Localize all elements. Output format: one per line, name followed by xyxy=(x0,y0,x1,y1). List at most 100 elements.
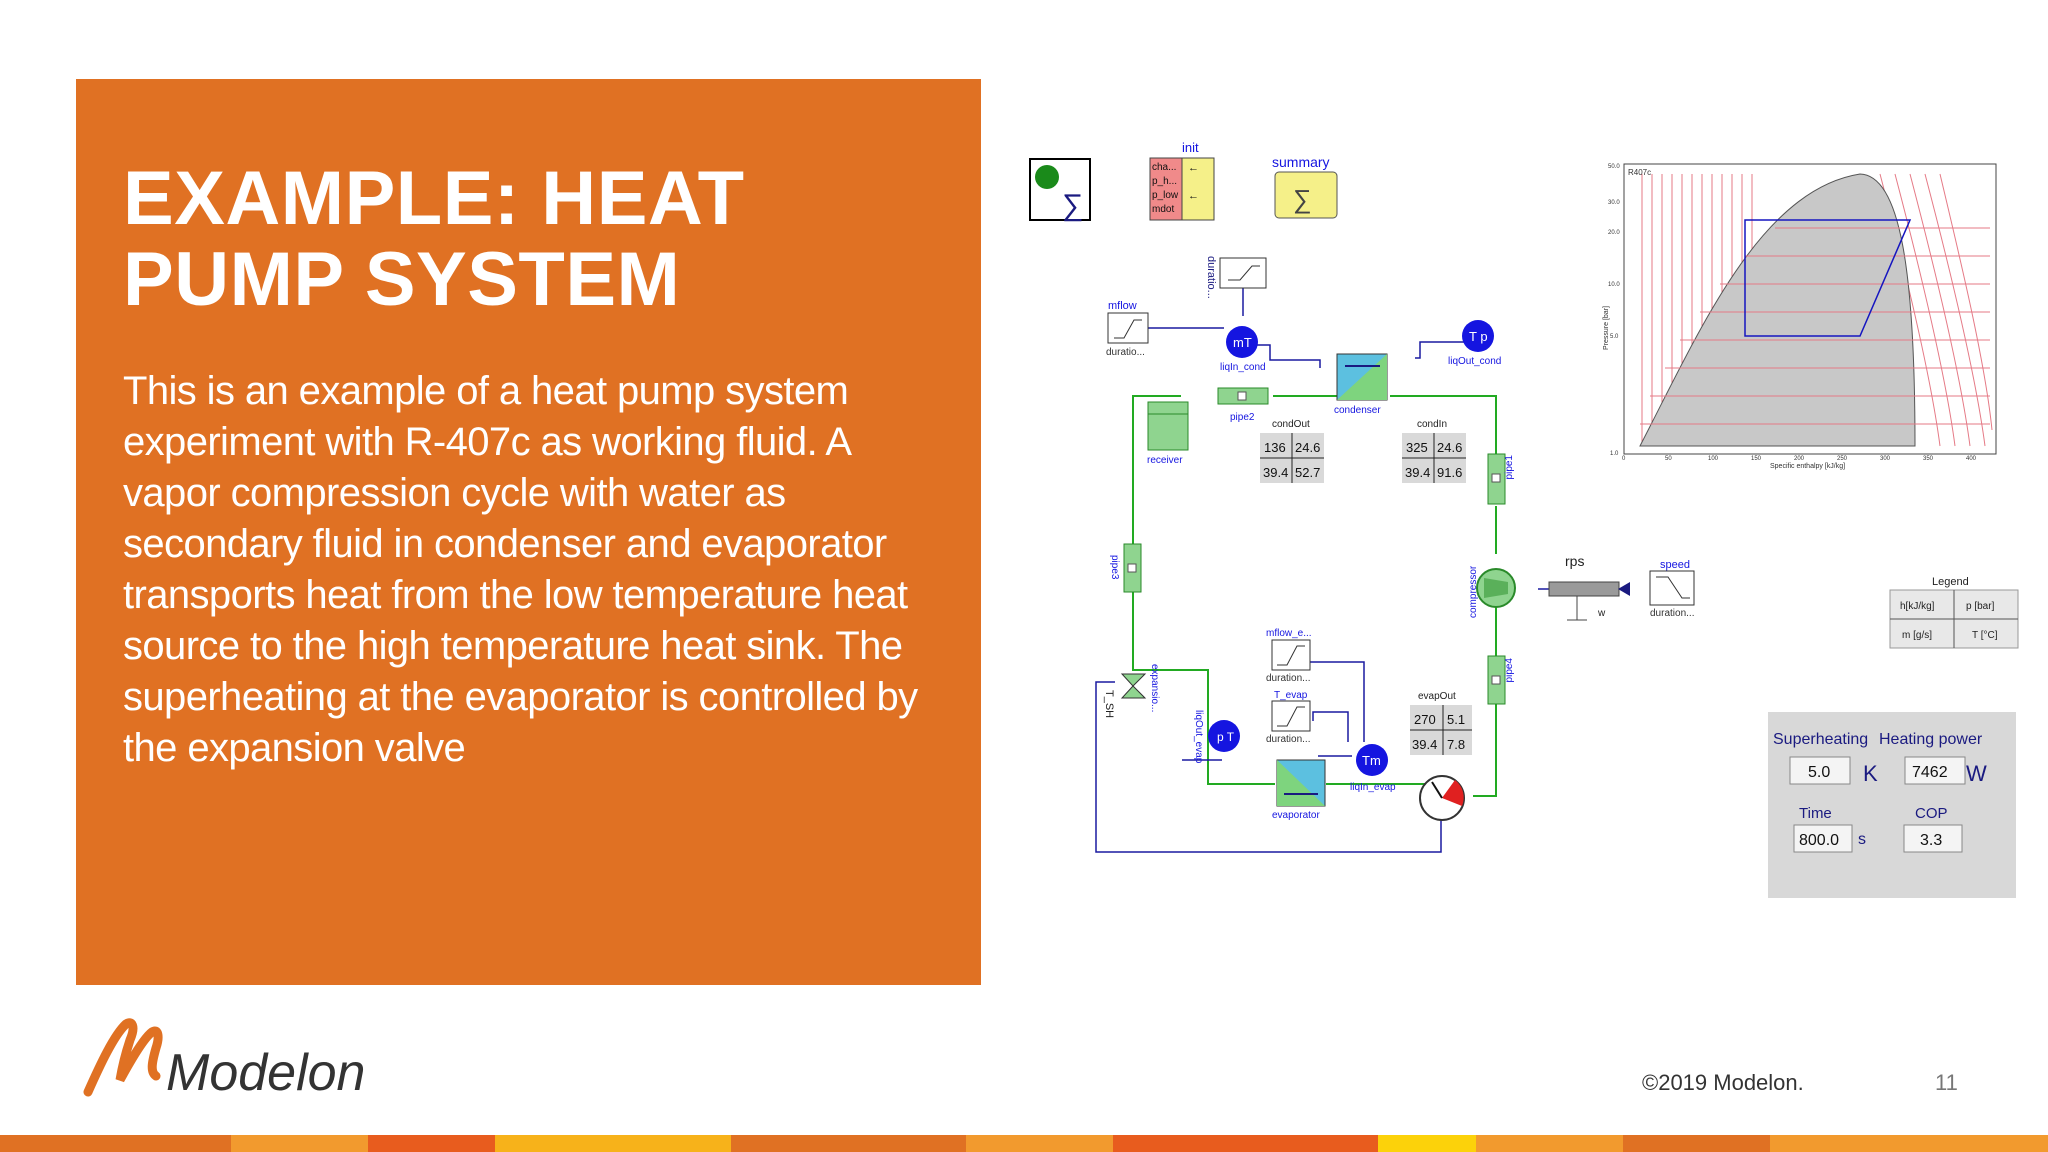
body-line: This is an example of a heat pump system xyxy=(123,369,849,413)
component-label: pipe3 xyxy=(1109,555,1120,580)
indicator-panel: Superheating Heating power 5.0 K 7462 W … xyxy=(1768,712,2016,898)
x-tick: 200 xyxy=(1794,456,1805,462)
heating-power-unit: W xyxy=(1966,761,1987,786)
value-h: 136 xyxy=(1264,440,1286,455)
source-label: T_evap xyxy=(1274,690,1308,701)
condenser: condenser xyxy=(1334,353,1388,416)
mT-sensor: mT liqIn_cond xyxy=(1220,326,1266,373)
compressor: compressor xyxy=(1468,565,1516,618)
mflow-label: mflow xyxy=(1108,300,1137,312)
legend: Legend h[kJ/kg] p [bar] m [g/s] T [°C] xyxy=(1889,576,2019,649)
time-value: 800.0 xyxy=(1799,832,1839,849)
mflow-e-source: mflow_e... duration... xyxy=(1266,628,1312,684)
page-number: 11 xyxy=(1935,1070,1958,1095)
summary-block: summary ∑ xyxy=(1272,154,1338,219)
component-label: receiver xyxy=(1147,455,1183,466)
x-tick: 0 xyxy=(1622,456,1626,462)
chart-ylabel: Pressure [bar] xyxy=(1603,306,1610,350)
ph-diagram: R407c Specific enthalpy [kJ/kg] Pressure… xyxy=(1603,163,1997,470)
superheating-label: Superheating xyxy=(1773,731,1868,748)
superheating-unit: K xyxy=(1863,761,1878,786)
y-tick: 50.0 xyxy=(1608,164,1620,170)
value-m: 39.4 xyxy=(1412,737,1437,752)
value-T: 91.6 xyxy=(1437,465,1462,480)
port-label: liqOut_cond xyxy=(1448,356,1501,367)
heating-power-label: Heating power xyxy=(1879,731,1983,748)
chart-refrigerant: R407c xyxy=(1628,168,1651,177)
condOut-display: condOut 136 24.6 39.4 52.7 xyxy=(1260,419,1324,483)
cop-label: COP xyxy=(1915,805,1948,822)
body-line: transports heat from the low temperature… xyxy=(123,573,908,617)
duration-label: duration... xyxy=(1650,608,1694,619)
x-tick: 300 xyxy=(1880,456,1891,462)
time-label: Time xyxy=(1799,805,1832,822)
x-tick: 50 xyxy=(1665,456,1672,462)
heat-pump-diagram: ∑ init cha... p_h... p_low mdot ← ← summ… xyxy=(1000,130,2040,910)
drive-label: rps xyxy=(1565,553,1584,569)
duration-label: duratio... xyxy=(1106,347,1145,358)
heating-power-value: 7462 xyxy=(1912,764,1948,781)
y-tick: 20.0 xyxy=(1608,230,1620,236)
svg-text:∑: ∑ xyxy=(1293,184,1312,214)
component-label: condenser xyxy=(1334,405,1381,416)
sensor-label: Tm xyxy=(1362,753,1381,768)
logo-text: Modelon xyxy=(166,1044,365,1100)
content-panel xyxy=(76,79,981,985)
value-T: 7.8 xyxy=(1447,737,1465,752)
y-tick: 1.0 xyxy=(1610,451,1619,457)
copyright: ©2019 Modelon. xyxy=(1642,1070,1804,1095)
evapOut-display: evapOut 270 5.1 39.4 7.8 xyxy=(1410,691,1472,755)
source-label: mflow_e... xyxy=(1266,628,1312,639)
speed-drive: rps w speed duration... xyxy=(1548,553,1695,621)
cop-value: 3.3 xyxy=(1920,832,1942,849)
superheat-gauge xyxy=(1419,775,1465,821)
legend-cell: T [°C] xyxy=(1972,630,1998,641)
init-row: cha... xyxy=(1152,162,1176,173)
svg-text:∑: ∑ xyxy=(1062,189,1083,222)
pipe2: pipe2 xyxy=(1217,387,1269,423)
title-line-1: EXAMPLE: HEAT xyxy=(123,156,745,241)
time-unit: s xyxy=(1858,831,1866,848)
port-label: liqOut_evap xyxy=(1193,710,1204,764)
component-label: evaporator xyxy=(1272,810,1320,821)
svg-text:←: ← xyxy=(1188,162,1199,174)
value-p: 24.6 xyxy=(1295,440,1320,455)
init-label: init xyxy=(1182,140,1199,155)
refrigerant-loop xyxy=(1132,395,1497,797)
summary-label: summary xyxy=(1272,154,1330,170)
legend-title: Legend xyxy=(1932,576,1969,588)
y-tick: 5.0 xyxy=(1610,334,1619,340)
component-label: expansio... xyxy=(1149,664,1160,712)
body-line: source to the high temperature heat sink… xyxy=(123,624,903,668)
slide-title: EXAMPLE: HEAT PUMP SYSTEM xyxy=(123,158,923,320)
value-m: 39.4 xyxy=(1263,465,1288,480)
port-label: liqIn_cond xyxy=(1220,362,1266,373)
x-tick: 250 xyxy=(1837,456,1848,462)
component-label: pipe2 xyxy=(1230,412,1255,423)
component-label: compressor xyxy=(1468,565,1479,618)
svg-text:←: ← xyxy=(1188,190,1199,202)
init-row: mdot xyxy=(1152,204,1174,215)
x-tick: 100 xyxy=(1708,456,1719,462)
evaporator: evaporator xyxy=(1272,759,1326,821)
duration-source-top xyxy=(1219,257,1267,289)
body-line: superheating at the evaporator is contro… xyxy=(123,675,918,719)
legend-cell: h[kJ/kg] xyxy=(1900,601,1935,612)
display-label: condOut xyxy=(1272,419,1310,430)
component-label: pipe4 xyxy=(1504,658,1515,683)
result-icon: ∑ xyxy=(1029,158,1091,222)
value-h: 270 xyxy=(1414,712,1436,727)
slide-body: This is an example of a heat pump system… xyxy=(123,366,943,774)
pipe1: pipe1 xyxy=(1487,453,1515,505)
value-p: 5.1 xyxy=(1447,712,1465,727)
pT-sensor: p T liqOut_evap xyxy=(1193,710,1240,764)
value-T: 52.7 xyxy=(1295,465,1320,480)
mflow-source: mflow duratio... xyxy=(1106,300,1149,358)
T-evap-source: T_evap duration... xyxy=(1266,690,1311,745)
title-line-2: PUMP SYSTEM xyxy=(123,237,681,322)
drive-label: w xyxy=(1597,608,1606,619)
body-line: the expansion valve xyxy=(123,726,466,770)
legend-cell: m [g/s] xyxy=(1902,630,1932,641)
condIn-display: condIn 325 24.6 39.4 91.6 xyxy=(1402,419,1466,483)
duration-label: duration... xyxy=(1266,673,1310,684)
